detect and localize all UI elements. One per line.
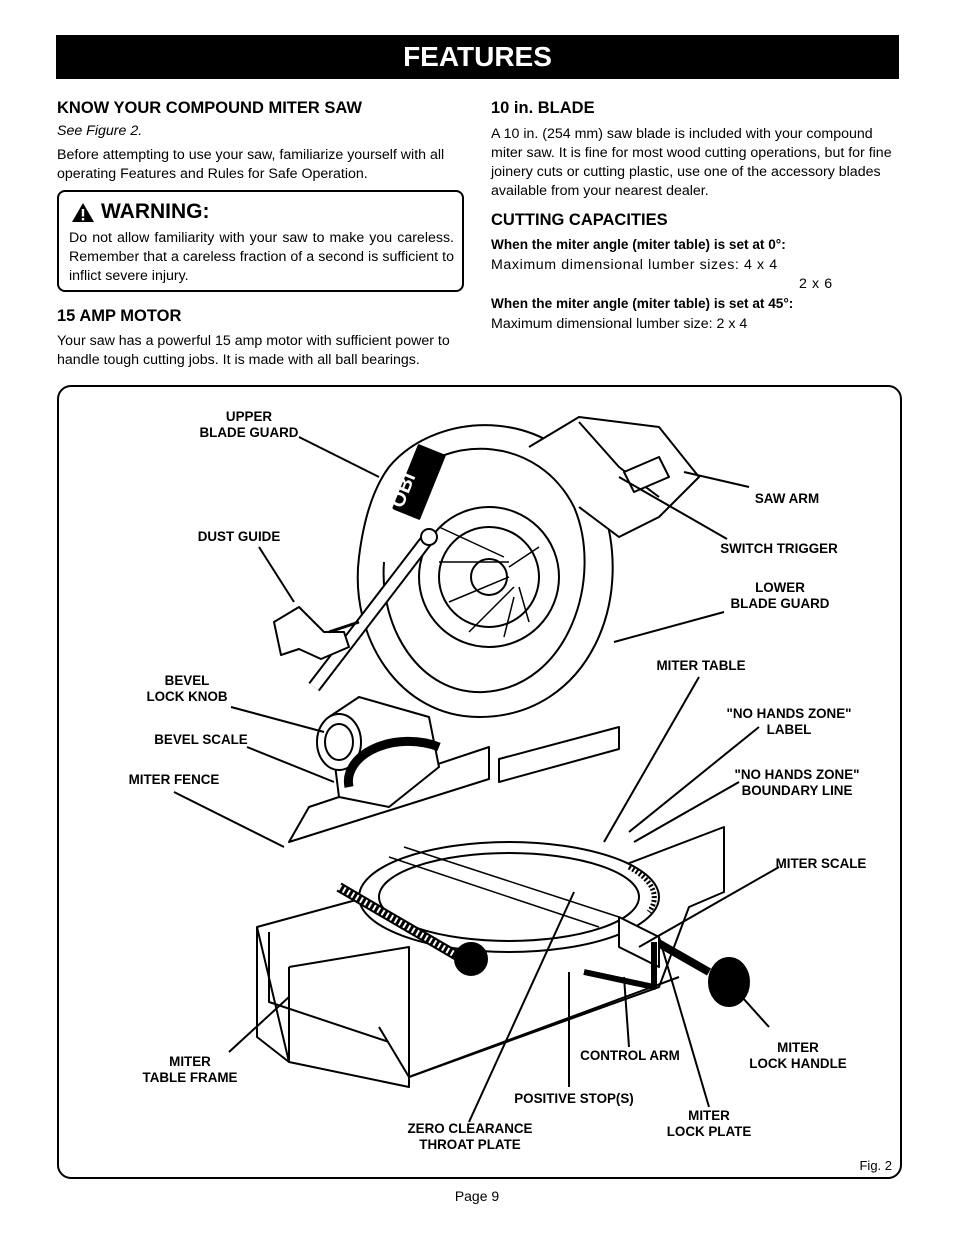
- motor-heading: 15 AMP MOTOR: [57, 307, 182, 325]
- figure-2-frame: RYOBI UPPER BLADE GUARD DUST GUIDE BEVEL…: [57, 385, 902, 1179]
- warning-box: WARNING: Do not allow familiarity with y…: [57, 190, 464, 292]
- label-miter-lock-handle: MITER LOCK HANDLE: [749, 1040, 847, 1071]
- label-upper-blade-guard: UPPER BLADE GUARD: [199, 409, 299, 440]
- figure-caption: Fig. 2: [859, 1158, 892, 1173]
- label-zero-clearance-throat-plate: ZERO CLEARANCE THROAT PLATE: [407, 1121, 533, 1152]
- cap0-line2: 2 x 6: [799, 276, 833, 292]
- label-no-hands-zone-boundary-line: "NO HANDS ZONE" BOUNDARY LINE: [734, 767, 860, 798]
- blade-heading: 10 in. BLADE: [491, 99, 595, 117]
- warning-title-row: WARNING:: [71, 200, 210, 224]
- warning-triangle-icon: [72, 202, 94, 222]
- know-heading: KNOW YOUR COMPOUND MITER SAW: [57, 99, 362, 117]
- motor-section: 15 AMP MOTOR Your saw has a powerful 15 …: [57, 307, 465, 370]
- label-no-hands-zone-label: "NO HANDS ZONE" LABEL: [726, 706, 852, 737]
- blade-text: A 10 in. (254 mm) saw blade is included …: [491, 126, 892, 199]
- cap0-line1: Maximum dimensional lumber sizes: 4 x 4: [491, 257, 778, 273]
- know-text: Before attempting to use your saw, famil…: [57, 147, 445, 182]
- label-control-arm: CONTROL ARM: [580, 1048, 680, 1063]
- cap45-heading: When the miter angle (miter table) is se…: [491, 296, 794, 311]
- label-lower-blade-guard: LOWER BLADE GUARD: [730, 580, 830, 611]
- label-positive-stops: POSITIVE STOP(S): [514, 1091, 634, 1106]
- right-column: 10 in. BLADE A 10 in. (254 mm) saw blade…: [491, 99, 901, 334]
- label-bevel-scale: BEVEL SCALE: [154, 732, 248, 747]
- page-title: FEATURES: [56, 35, 899, 79]
- label-miter-table: MITER TABLE: [656, 658, 746, 673]
- label-dust-guide: DUST GUIDE: [197, 529, 281, 544]
- left-column: KNOW YOUR COMPOUND MITER SAW See Figure …: [57, 99, 465, 184]
- see-figure-note: See Figure 2.: [57, 123, 143, 139]
- warning-text: Do not allow familiarity with your saw t…: [69, 230, 454, 284]
- label-saw-arm: SAW ARM: [754, 491, 820, 506]
- label-miter-table-frame: MITER TABLE FRAME: [142, 1054, 238, 1085]
- page-number: Page 9: [454, 1188, 500, 1204]
- label-miter-fence: MITER FENCE: [128, 772, 220, 787]
- warning-title: WARNING:: [101, 200, 210, 223]
- label-switch-trigger: SWITCH TRIGGER: [720, 541, 838, 556]
- cap45-line: Maximum dimensional lumber size: 2 x 4: [491, 316, 748, 332]
- label-bevel-lock-knob: BEVEL LOCK KNOB: [146, 673, 228, 704]
- cap0-heading: When the miter angle (miter table) is se…: [491, 237, 786, 252]
- motor-text: Your saw has a powerful 15 amp motor wit…: [57, 333, 450, 368]
- label-miter-scale: MITER SCALE: [775, 856, 867, 871]
- label-miter-lock-plate: MITER LOCK PLATE: [666, 1108, 752, 1139]
- miter-saw-illustration: RYOBI: [173, 416, 780, 1123]
- capacities-heading: CUTTING CAPACITIES: [491, 211, 668, 229]
